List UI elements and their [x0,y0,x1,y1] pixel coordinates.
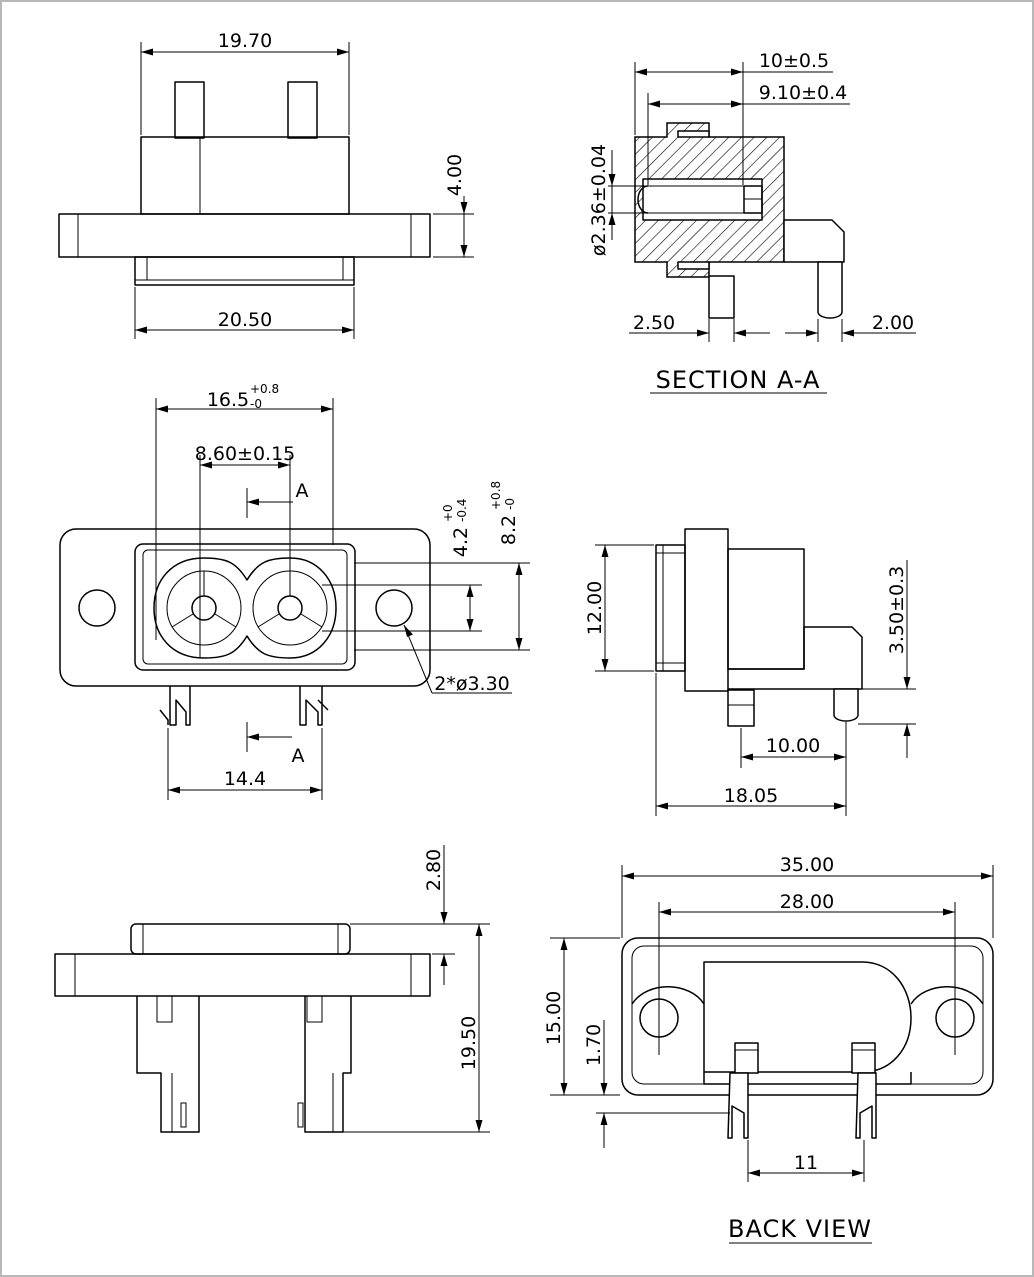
dim-label-front-pitch: 8.60±0.15 [195,443,296,465]
section-view: 10±0.5 9.10±0.4 ø2.36±0.04 2.50 2. [588,50,916,394]
dimension-back-pin-offset: 1.70 [583,1020,730,1148]
leader-mount-holes: 2*ø3.30 [403,624,512,695]
dimension-bottom-total-height: 19.50 [343,924,490,1133]
dim-label-side-depth: 18.05 [724,785,778,807]
dimension-section-hole-dia: ø2.36±0.04 [588,144,643,256]
dimension-front-pin-pitch: 14.4 [167,728,323,800]
dimension-side-pin-span: 10.00 [740,722,847,816]
dim-label-front-opening: 16.5 [207,389,249,411]
dim-label-back-height: 15.00 [543,991,565,1045]
dim-label-side-pin-offset: 3.50±0.3 [886,566,908,654]
dimension-bottom-top-gap: 2.80 [350,845,490,985]
dimension-back-height: 15.00 [543,937,620,1096]
dimension-front-outer-height: 8.2 +0.8 -0 [354,481,530,651]
dim-label-top-height: 4.00 [444,154,466,196]
back-view-title: BACK VIEW [728,1215,872,1243]
dimension-section-depth: 10±0.5 [634,50,833,185]
dim-label-top-width: 19.70 [218,30,272,52]
dim-label-front-outer-height: 8.2 [498,515,520,545]
dim-label-side-pin-span: 10.00 [766,735,820,757]
dimension-front-opening: 16.5 +0.8 -0 [155,382,334,640]
dimension-side-height: 12.00 [584,544,654,672]
section-marks: A A [246,480,309,767]
dim-label-back-hole-pitch: 28.00 [780,891,834,913]
dim-label-front-pin-pitch: 14.4 [224,768,266,790]
dim-label-mount-holes: 2*ø3.30 [434,673,510,695]
dim-tol-front-outer-height-lower: -0 [503,498,517,510]
dimension-side-depth: 18.05 [655,673,846,816]
dim-tol-front-opening-upper: +0.8 [250,382,279,396]
dim-label-bottom-top-gap: 2.80 [423,849,445,891]
dimension-back-overall-width: 35.00 [621,854,994,938]
section-title: SECTION A-A [656,366,821,394]
dim-tol-front-inner-height-upper: +0 [441,504,455,522]
top-view: 19.70 4.00 20.50 [58,30,474,339]
dim-label-back-pin-offset: 1.70 [583,1024,605,1066]
dim-label-bottom-total-height: 19.50 [458,1016,480,1070]
dimension-section-pin-depth: 9.10±0.4 [647,82,850,185]
dim-label-back-overall-width: 35.00 [780,854,834,876]
dim-label-front-inner-height: 4.2 [450,527,472,557]
dim-label-section-hole-dia: ø2.36±0.04 [588,144,610,256]
dimension-front-pitch: 8.60±0.15 [195,443,296,658]
back-view: 35.00 28.00 15.00 1.70 1 [543,854,994,1244]
dim-label-top-base-width: 20.50 [218,309,272,331]
dimension-top-base-width: 20.50 [134,287,355,339]
dim-label-section-pin-depth: 9.10±0.4 [759,82,847,104]
dimension-top-height: 4.00 [433,154,474,258]
dim-tol-front-inner-height-lower: -0.4 [455,499,469,522]
dimension-side-pin-offset: 3.50±0.3 [858,560,916,758]
dim-label-section-depth: 10±0.5 [759,50,829,72]
dimension-back-pin-pitch: 11 [747,1140,865,1182]
dim-label-side-height: 12.00 [584,581,606,635]
dim-label-back-pin-pitch: 11 [794,1152,818,1174]
bottom-view: 2.80 19.50 [54,845,490,1133]
section-mark-bottom: A [292,745,305,767]
dim-label-section-pin-b: 2.00 [872,312,914,334]
dimension-front-inner-height: 4.2 +0 -0.4 [322,499,482,632]
front-view: A A 16.5 +0.8 -0 8.60±0.15 4 [59,382,530,800]
section-mark-top: A [296,480,309,502]
side-view: 12.00 3.50±0.3 10.00 18.05 [584,528,916,816]
dim-label-section-pin-a: 2.50 [633,312,675,334]
dimension-back-hole-pitch: 28.00 [658,891,956,1055]
dim-tol-front-opening-lower: -0 [250,397,262,411]
dimension-section-pins: 2.50 2.00 [629,312,916,342]
dim-tol-front-outer-height-upper: +0.8 [489,481,503,510]
dimension-top-width: 19.70 [140,30,350,135]
